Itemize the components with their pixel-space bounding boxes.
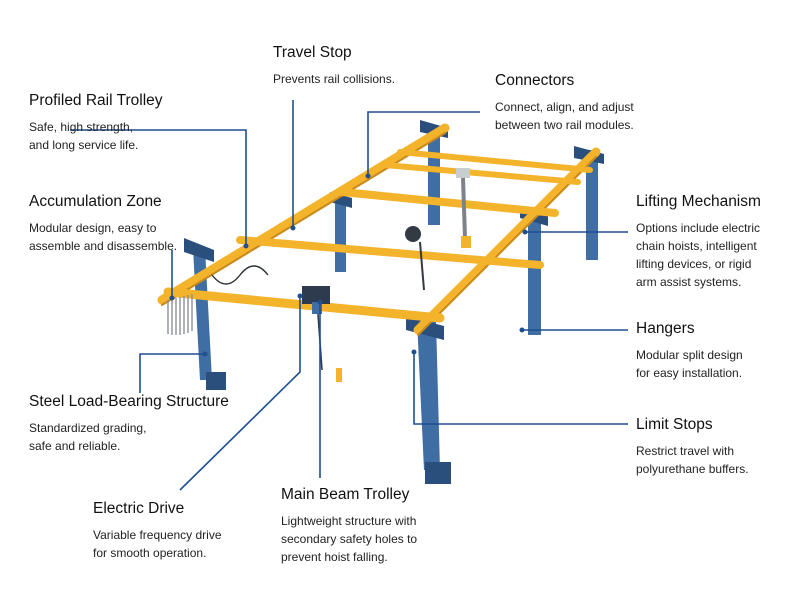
column-front-center bbox=[417, 320, 440, 470]
accumulation-zone-festoon bbox=[167, 265, 269, 335]
callout-steel-load-bearing-structure: Steel Load-Bearing Structure Standardize… bbox=[29, 393, 229, 455]
callout-text: Standardized grading,safe and reliable. bbox=[29, 421, 147, 453]
callout-title: Profiled Rail Trolley bbox=[29, 92, 163, 109]
callout-title: Lifting Mechanism bbox=[636, 193, 761, 210]
callout-title: Accumulation Zone bbox=[29, 193, 162, 210]
column-right bbox=[528, 212, 541, 335]
callout-title: Travel Stop bbox=[273, 44, 352, 61]
callout-travel-stop: Travel Stop Prevents rail collisions. bbox=[273, 44, 395, 88]
callout-title: Main Beam Trolley bbox=[281, 486, 410, 503]
lifting-mechanism-unit bbox=[405, 168, 471, 291]
callout-text: Safe, high strength,and long service lif… bbox=[29, 120, 139, 152]
leader-lines bbox=[70, 100, 628, 491]
callout-main-beam-trolley: Main Beam Trolley Lightweight structure … bbox=[281, 486, 417, 566]
callout-title: Electric Drive bbox=[93, 500, 185, 517]
callout-title: Connectors bbox=[495, 72, 575, 89]
callout-title: Limit Stops bbox=[636, 416, 713, 433]
electric-drive-unit bbox=[302, 286, 342, 382]
callout-title: Hangers bbox=[636, 320, 695, 337]
callout-text: Prevents rail collisions. bbox=[273, 72, 396, 86]
callout-accumulation-zone: Accumulation Zone Modular design, easy t… bbox=[29, 193, 177, 255]
callout-profiled-rail-trolley: Profiled Rail Trolley Safe, high strengt… bbox=[29, 92, 163, 154]
callout-lifting-mechanism: Lifting Mechanism Options include electr… bbox=[636, 193, 761, 291]
leader-endpoints bbox=[169, 173, 528, 357]
column-back-center bbox=[335, 198, 346, 272]
callout-title: Steel Load-Bearing Structure bbox=[29, 393, 229, 410]
column-front-center-base bbox=[425, 462, 451, 484]
rail-frame bbox=[157, 123, 601, 336]
column-front-left-base bbox=[206, 372, 226, 390]
